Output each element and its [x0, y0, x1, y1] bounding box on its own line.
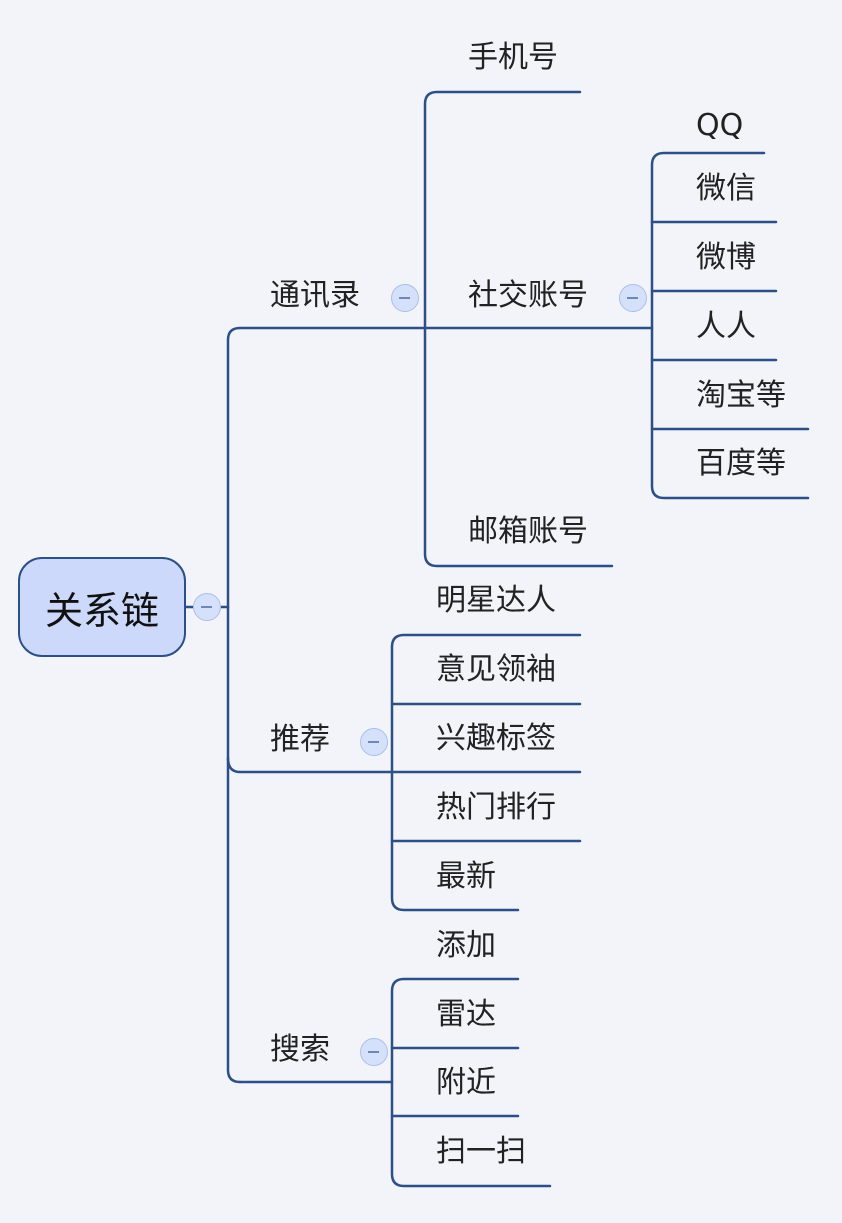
node-search[interactable]: 搜索 [270, 1032, 330, 1067]
root-label: 关系链 [44, 588, 159, 633]
node-social-item[interactable]: 微信 [696, 171, 756, 206]
node-search-item[interactable]: 雷达 [436, 997, 496, 1032]
collapse-icon[interactable] [619, 284, 647, 312]
connector-social-subtrunk [650, 151, 810, 500]
node-recommend-item[interactable]: 最新 [436, 859, 496, 894]
node-email[interactable]: 邮箱账号 [468, 514, 588, 549]
node-social-item[interactable]: QQ [696, 108, 744, 143]
node-social-item[interactable]: 百度等 [696, 446, 786, 481]
connector-recommend-subtrunk [390, 633, 582, 912]
node-contacts[interactable]: 通讯录 [270, 278, 360, 313]
node-recommend-item[interactable]: 明星达人 [436, 583, 556, 618]
connector-main-trunk [226, 326, 242, 1084]
node-recommend-item[interactable]: 兴趣标签 [436, 721, 556, 756]
connector-contacts-subtrunk [423, 90, 614, 568]
root-node[interactable]: 关系链 [18, 557, 186, 657]
collapse-icon[interactable] [360, 1038, 388, 1066]
node-recommend-item[interactable]: 热门排行 [436, 790, 556, 825]
node-search-item[interactable]: 扫一扫 [436, 1134, 526, 1169]
connector-recommend [226, 756, 582, 774]
node-recommend[interactable]: 推荐 [270, 722, 330, 757]
node-phone[interactable]: 手机号 [468, 40, 558, 75]
node-search-item[interactable]: 附近 [436, 1065, 496, 1100]
node-social-item[interactable]: 人人 [696, 309, 756, 344]
node-social-item[interactable]: 微博 [696, 240, 756, 275]
connector-search-subtrunk [390, 977, 552, 1188]
node-recommend-item[interactable]: 意见领袖 [436, 652, 556, 687]
collapse-icon[interactable] [391, 284, 419, 312]
node-search-item[interactable]: 添加 [436, 928, 496, 963]
collapse-icon[interactable] [360, 728, 388, 756]
node-social-item[interactable]: 淘宝等 [696, 378, 786, 413]
collapse-icon[interactable] [193, 593, 221, 621]
node-social[interactable]: 社交账号 [468, 278, 588, 313]
